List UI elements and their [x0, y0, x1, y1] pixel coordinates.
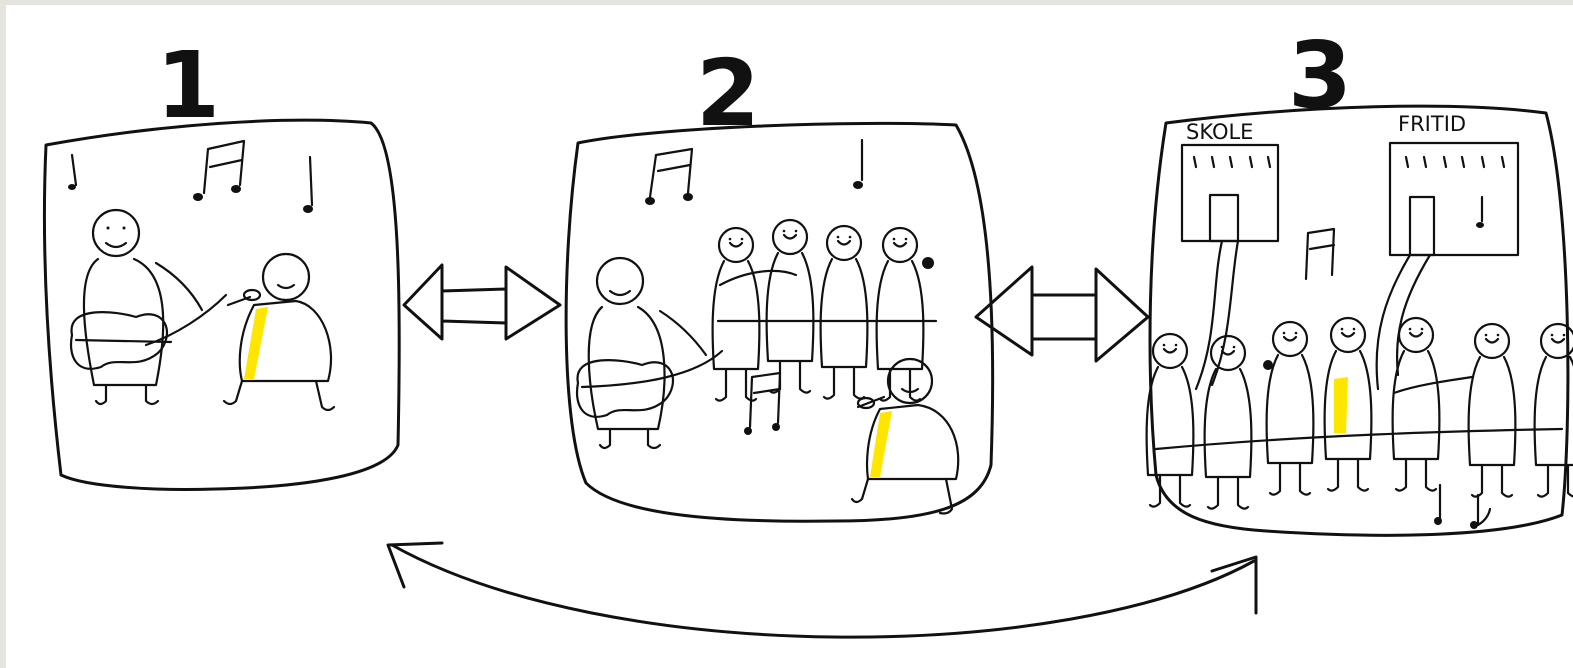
- singer-figure: [850, 357, 960, 515]
- guitarist-figure: [70, 208, 228, 406]
- panel-2: 2: [564, 40, 995, 523]
- music-note-icon: [68, 139, 314, 213]
- guitarist-figure: [576, 256, 724, 450]
- school-sign-label: SKOLE: [1186, 120, 1253, 144]
- panel-1-frame: [42, 118, 401, 491]
- panel-2-frame: [564, 121, 995, 523]
- panel-1: 1: [42, 32, 401, 491]
- school-building: [1180, 143, 1280, 391]
- choir-group: [711, 218, 938, 402]
- double-arrow-1-2: [402, 263, 562, 341]
- leisure-building: [1375, 141, 1520, 391]
- cycle-diagram: 1: [42, 22, 1573, 639]
- singer-figure: [222, 252, 336, 412]
- guitar: [576, 359, 674, 418]
- panel-3-number: 3: [1288, 22, 1352, 129]
- double-arrow-2-3: [974, 265, 1150, 363]
- crowd-group: [1145, 316, 1573, 510]
- panel-3-frame: [1148, 104, 1570, 537]
- guitar: [70, 311, 168, 370]
- panel-1-number: 1: [156, 32, 220, 139]
- return-arrow: [386, 541, 1258, 639]
- panel-3: 3 SKOLE FRITID: [1145, 22, 1573, 537]
- music-note-icon: [645, 138, 864, 435]
- leisure-sign-label: FRITID: [1398, 112, 1466, 136]
- diagram-canvas: 1: [6, 5, 1573, 668]
- music-note-icon: [1304, 195, 1492, 529]
- panel-2-number: 2: [696, 40, 760, 147]
